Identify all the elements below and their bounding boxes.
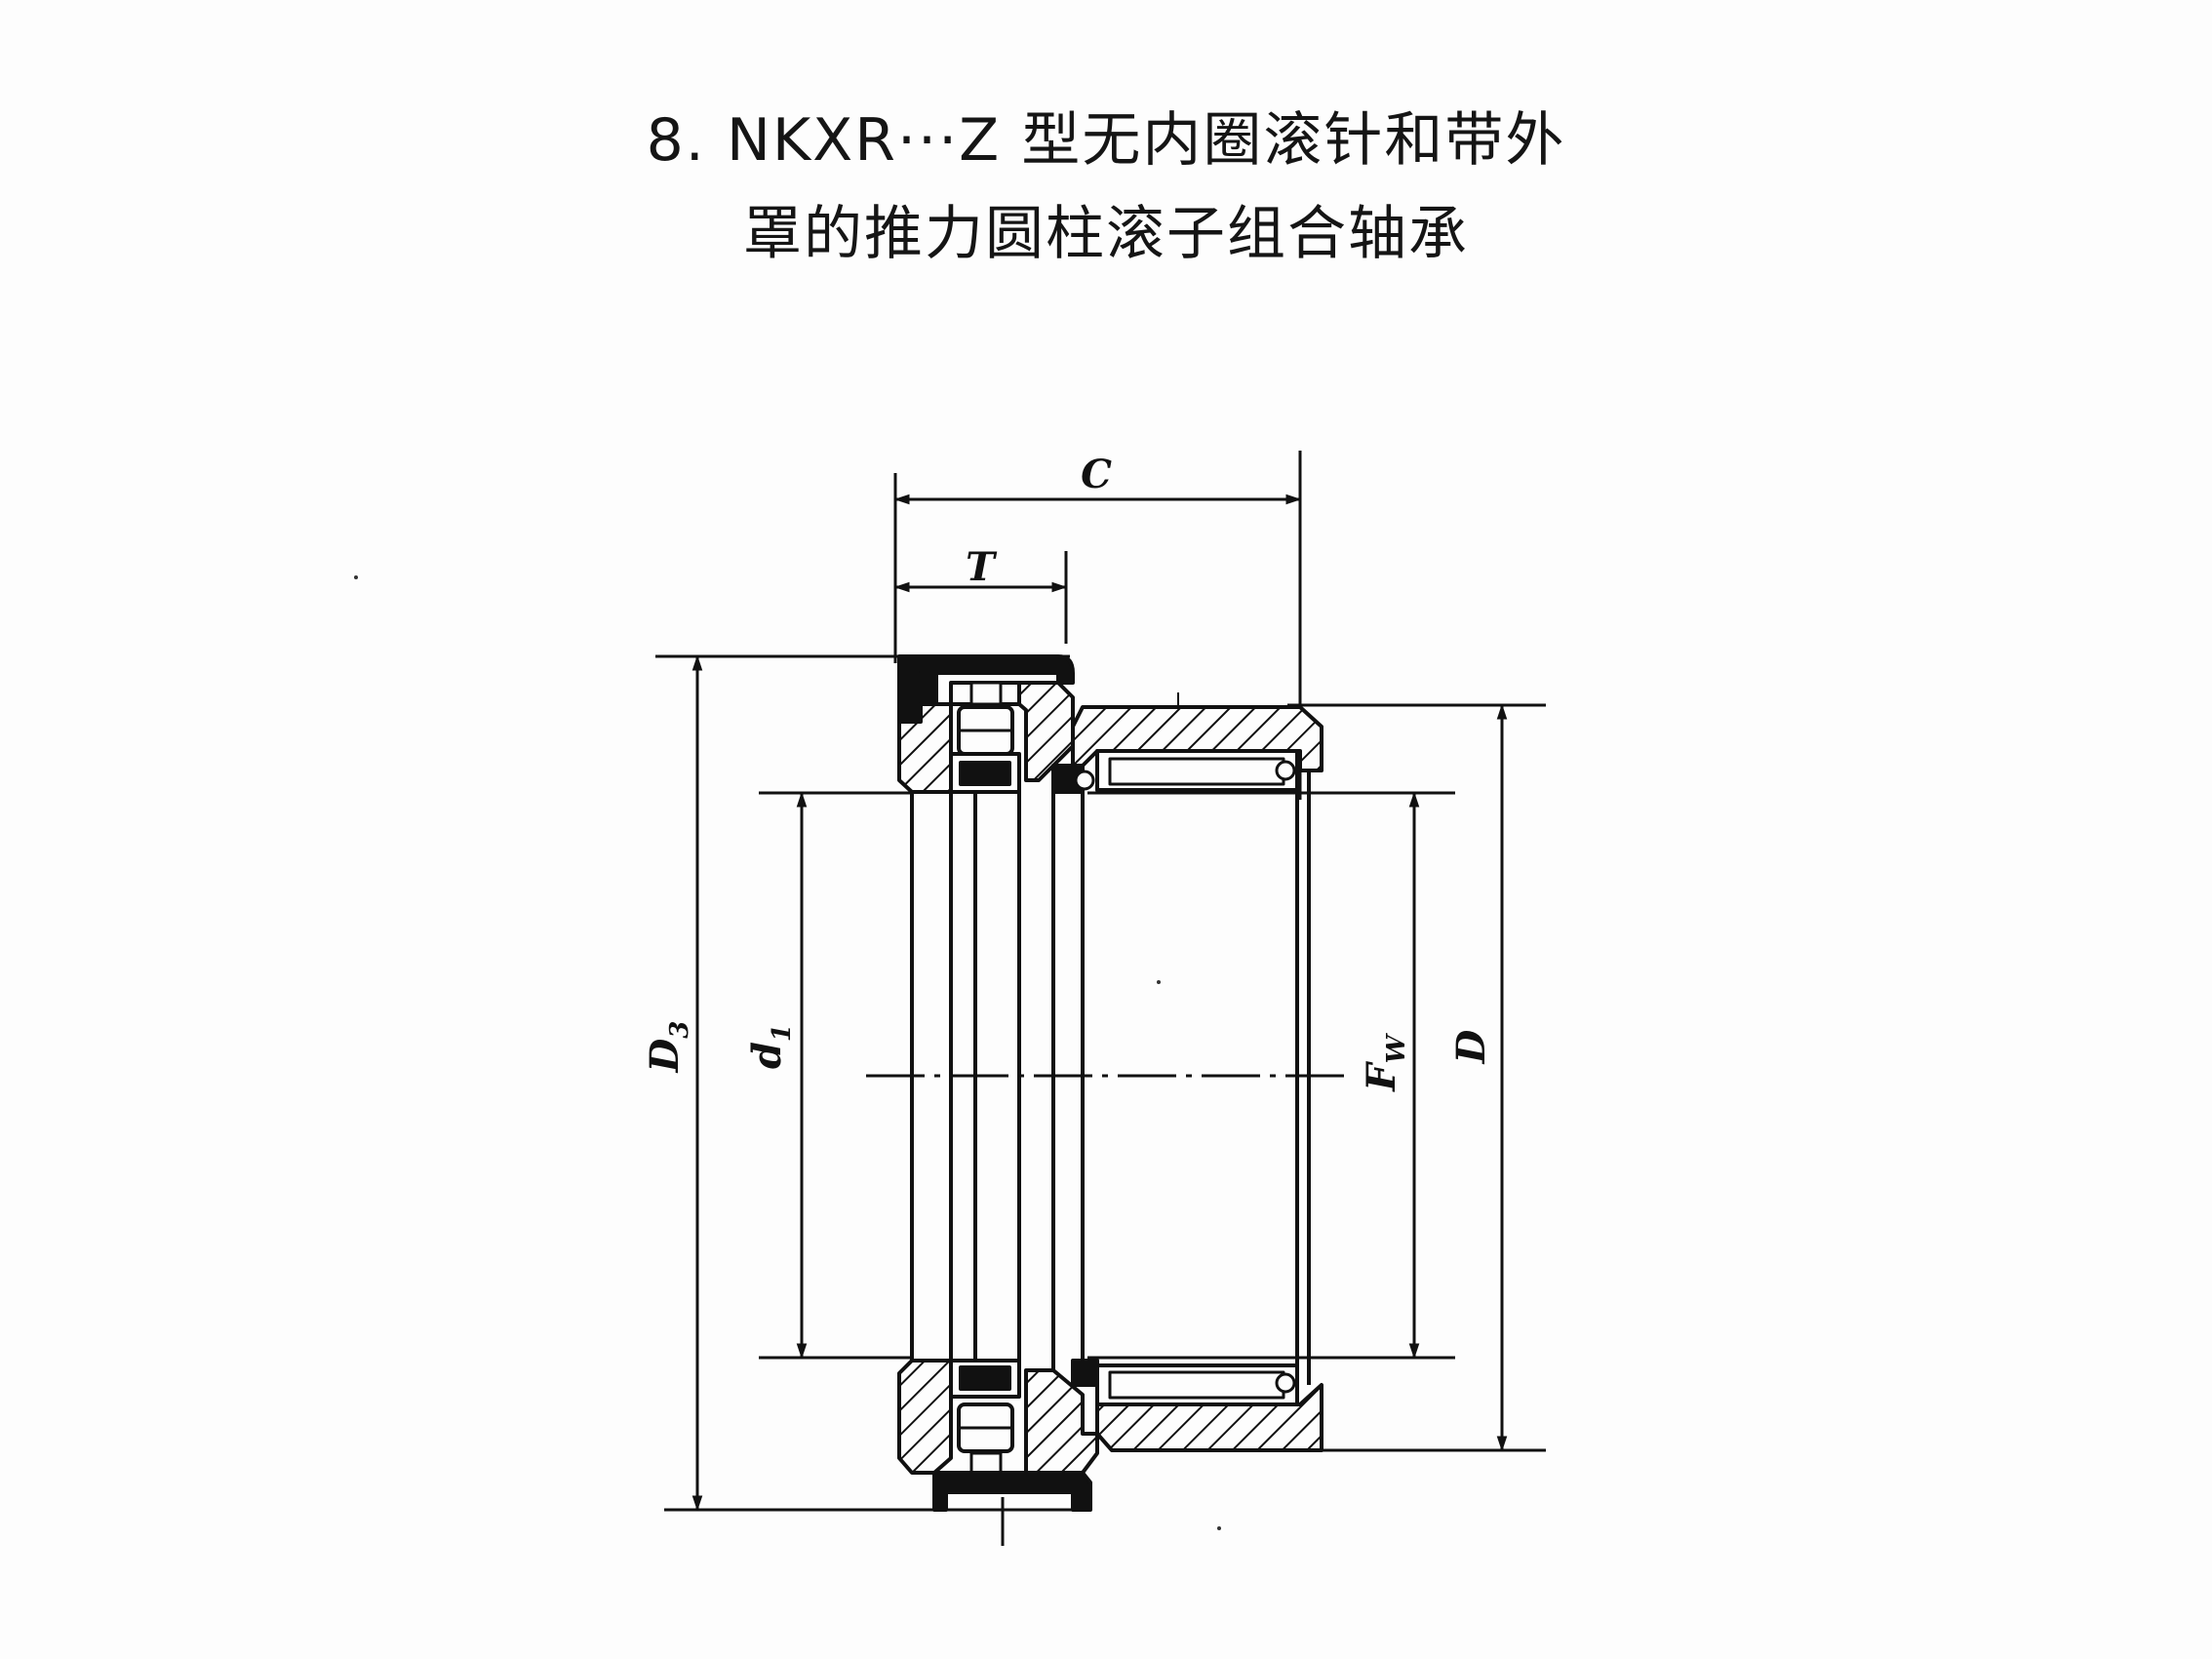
dimension-lines <box>691 494 1508 1512</box>
label-fw: FW <box>1359 1032 1411 1091</box>
label-d3-main: D <box>642 1038 688 1073</box>
label-d3-sub: 3 <box>665 1021 694 1039</box>
label-c: C <box>1081 452 1112 497</box>
label-fw-main: F <box>1359 1061 1404 1092</box>
cage-rib-top <box>959 761 1011 786</box>
outer-cover-bottom <box>932 1471 1092 1512</box>
cage-rib-bottom <box>959 1365 1011 1391</box>
label-t: T <box>966 544 998 590</box>
scan-speck <box>1157 980 1161 984</box>
dimension-labels: C T D3 d1 FW D <box>642 452 1494 1092</box>
label-d3: D3 <box>642 1021 694 1074</box>
svg-text:D3: D3 <box>642 1021 694 1074</box>
needle-outer-ring-bottom <box>1095 1383 1323 1452</box>
section-bottom <box>897 1359 1323 1512</box>
page-title: 8. NKXR···Z 型无内圈滚针和带外 罩的推力圆柱滚子组合轴承 <box>0 94 2212 281</box>
scan-speck <box>354 575 358 579</box>
step-block-bottom <box>1071 1359 1099 1387</box>
housing-washer-bottom <box>1024 1368 1099 1475</box>
label-d1-main: d <box>744 1042 790 1069</box>
scan-speck <box>1217 1526 1221 1530</box>
shaft-washer-bottom <box>897 1359 953 1475</box>
label-d-main: D <box>1448 1029 1494 1064</box>
section-top <box>897 654 1323 794</box>
svg-text:FW: FW <box>1359 1032 1411 1091</box>
cover-lip-top <box>919 671 938 704</box>
svg-text:d1: d1 <box>744 1024 797 1069</box>
housing-washer-top <box>1017 681 1075 782</box>
title-line-2: 罩的推力圆柱滚子组合轴承 <box>743 200 1469 268</box>
label-d1: d1 <box>744 1024 797 1069</box>
needle-outer-ring-top <box>1071 705 1323 772</box>
title-line-1: 8. NKXR···Z 型无内圈滚针和带外 <box>646 106 1566 175</box>
shaft-washer-top <box>897 702 953 794</box>
label-fw-sub: W <box>1382 1032 1411 1063</box>
extension-lines <box>655 451 1546 1512</box>
label-d: D <box>1448 1029 1494 1064</box>
bore-lines <box>910 770 1311 1385</box>
label-d1-sub: 1 <box>768 1024 797 1042</box>
